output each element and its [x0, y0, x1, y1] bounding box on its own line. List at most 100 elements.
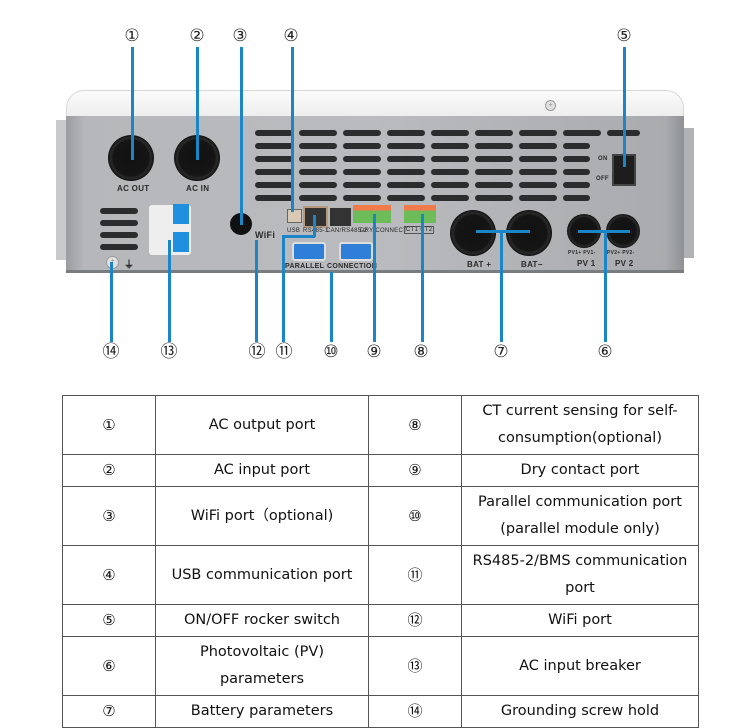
vent-slot	[431, 130, 469, 136]
vent-slot	[255, 143, 293, 149]
leader-line-14	[110, 262, 113, 342]
vent-slot	[475, 195, 513, 201]
vent-slot	[343, 169, 381, 175]
legend-left-description: AC output port	[155, 395, 369, 455]
vent-slot	[431, 195, 469, 201]
vent-slot	[387, 143, 425, 149]
legend-right-number: ⑪	[368, 545, 462, 605]
vent-slot	[431, 143, 469, 149]
vent-slot	[387, 182, 425, 188]
legend-right-description: WiFi port	[461, 604, 699, 637]
bat-plus-label: BAT +	[467, 260, 492, 269]
vent-slot	[475, 169, 513, 175]
leader-line-3	[240, 47, 243, 225]
vent-slot	[299, 156, 337, 162]
can-rs485-2-port	[328, 206, 353, 228]
vent-slot	[343, 143, 381, 149]
vent-slot	[100, 232, 138, 238]
callout-9: ⑨	[366, 342, 382, 362]
leader-line-4	[291, 47, 294, 212]
leader-line-13	[168, 240, 171, 342]
vent-slot	[431, 182, 469, 188]
callout-6: ⑥	[597, 342, 613, 362]
vent-slot	[299, 195, 337, 201]
vent-slot	[519, 195, 557, 201]
vent-slot	[299, 130, 337, 136]
legend-left-description: Battery parameters	[155, 695, 369, 728]
vent-slot	[519, 143, 557, 149]
vent-slot	[100, 244, 138, 250]
leader-line-7a	[500, 230, 503, 342]
vent-slot	[100, 220, 138, 226]
vent-slot	[431, 169, 469, 175]
legend-left-number: ②	[62, 454, 156, 487]
vent-slot	[255, 195, 293, 201]
wifi-label: WiFi	[255, 230, 276, 240]
legend-right-description: AC input breaker	[461, 636, 699, 696]
legend-left-number: ⑤	[62, 604, 156, 637]
parallel-label: PARALLEL	[285, 263, 325, 270]
leader-line-8	[421, 214, 424, 342]
vent-slot	[431, 156, 469, 162]
vent-slot	[100, 208, 138, 214]
switch-off-label: OFF	[596, 176, 609, 182]
vent-slot	[475, 182, 513, 188]
legend-right-description: Grounding screw hold	[461, 695, 699, 728]
vent-slot	[475, 143, 513, 149]
dry-connect-label: DRY CONNECT	[360, 228, 408, 234]
device-side-right	[682, 128, 694, 258]
dry-contact-terminal	[353, 205, 391, 223]
device-top-cover	[66, 90, 684, 119]
ac-out-label: AC OUT	[117, 184, 150, 193]
vent-slot	[255, 169, 293, 175]
legend-right-description: Dry contact port	[461, 454, 699, 487]
parallel-port-1	[292, 242, 326, 261]
callout-13: ⑬	[160, 342, 178, 362]
legend-left-description: Photovoltaic (PV) parameters	[155, 636, 369, 696]
vent-slot	[475, 130, 513, 136]
vent-slot	[343, 195, 381, 201]
leader-line-1	[131, 47, 134, 160]
breaker-toggle-lower	[173, 232, 189, 252]
vent-slot	[255, 156, 293, 162]
connection-label: CONNECTION	[327, 263, 378, 270]
switch-on-label: ON	[598, 156, 608, 162]
parallel-port-2	[339, 242, 373, 261]
can-rs485-2-label: CAN/RS485-2	[326, 228, 368, 234]
leader-line-12	[255, 240, 258, 342]
bat-minus-port	[506, 210, 552, 256]
pv2-label: PV 2	[615, 259, 634, 268]
vent-slot	[563, 195, 590, 201]
device-side-left	[56, 120, 68, 260]
vent-slot	[343, 156, 381, 162]
vent-slot	[519, 156, 557, 162]
usb-port	[287, 209, 302, 223]
ct-terminal	[404, 205, 436, 223]
screw-icon: +	[545, 100, 556, 111]
legend-left-description: AC input port	[155, 454, 369, 487]
vent-slot	[255, 130, 293, 136]
ct-label: CT1 CT2	[404, 226, 435, 234]
legend-right-number: ⑧	[368, 395, 462, 455]
vent-slot	[563, 143, 590, 149]
vent-slot	[343, 182, 381, 188]
vent-slot	[343, 130, 381, 136]
vent-slot	[387, 156, 425, 162]
bat-plus-port	[450, 210, 496, 256]
vent-slot	[563, 156, 590, 162]
legend-left-number: ⑦	[62, 695, 156, 728]
callout-8: ⑧	[413, 342, 429, 362]
pv2-pins-label: PV2+ PV2-	[607, 250, 635, 256]
leader-line-11a	[282, 237, 285, 342]
legend-right-description: Parallel communication port (parallel mo…	[461, 486, 699, 546]
callout-3: ③	[232, 26, 248, 46]
callout-10: ⑩	[323, 342, 339, 362]
